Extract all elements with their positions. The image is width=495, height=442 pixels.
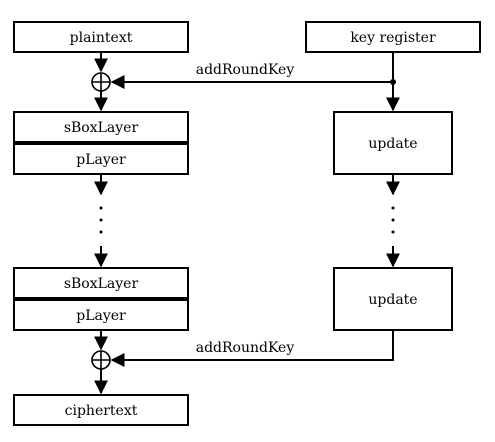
- update-1-block: update: [333, 111, 453, 175]
- update-1-label: update: [368, 136, 417, 152]
- key-register-label: key register: [350, 30, 436, 46]
- add-round-key-bottom-label: addRoundKey: [196, 340, 295, 356]
- sbox-layer-1-block: sBoxLayer: [13, 111, 189, 143]
- add-round-key-bottom-edge: [110, 330, 394, 367]
- ciphertext-label: ciphertext: [65, 403, 138, 419]
- ellipsis-left: [99, 206, 103, 234]
- update-2-label: update: [368, 292, 417, 308]
- xor-node-bottom: [91, 350, 111, 370]
- player-2-block: pLayer: [13, 299, 189, 331]
- sbox-layer-2-block: sBoxLayer: [13, 267, 189, 299]
- update-2-block: update: [333, 267, 453, 331]
- ellipsis-right: [391, 206, 395, 234]
- sbox-layer-2-label: sBoxLayer: [64, 276, 139, 292]
- player-1-block: pLayer: [13, 143, 189, 175]
- player-2-label: pLayer: [76, 308, 126, 324]
- ciphertext-block: ciphertext: [13, 394, 189, 426]
- xor-node-top: [91, 72, 111, 92]
- sbox-layer-1-label: sBoxLayer: [64, 120, 139, 136]
- plaintext-block: plaintext: [13, 21, 189, 53]
- plaintext-label: plaintext: [70, 30, 133, 46]
- add-round-key-top-label: addRoundKey: [196, 62, 295, 78]
- key-register-block: key register: [305, 21, 481, 53]
- player-1-label: pLayer: [76, 152, 126, 168]
